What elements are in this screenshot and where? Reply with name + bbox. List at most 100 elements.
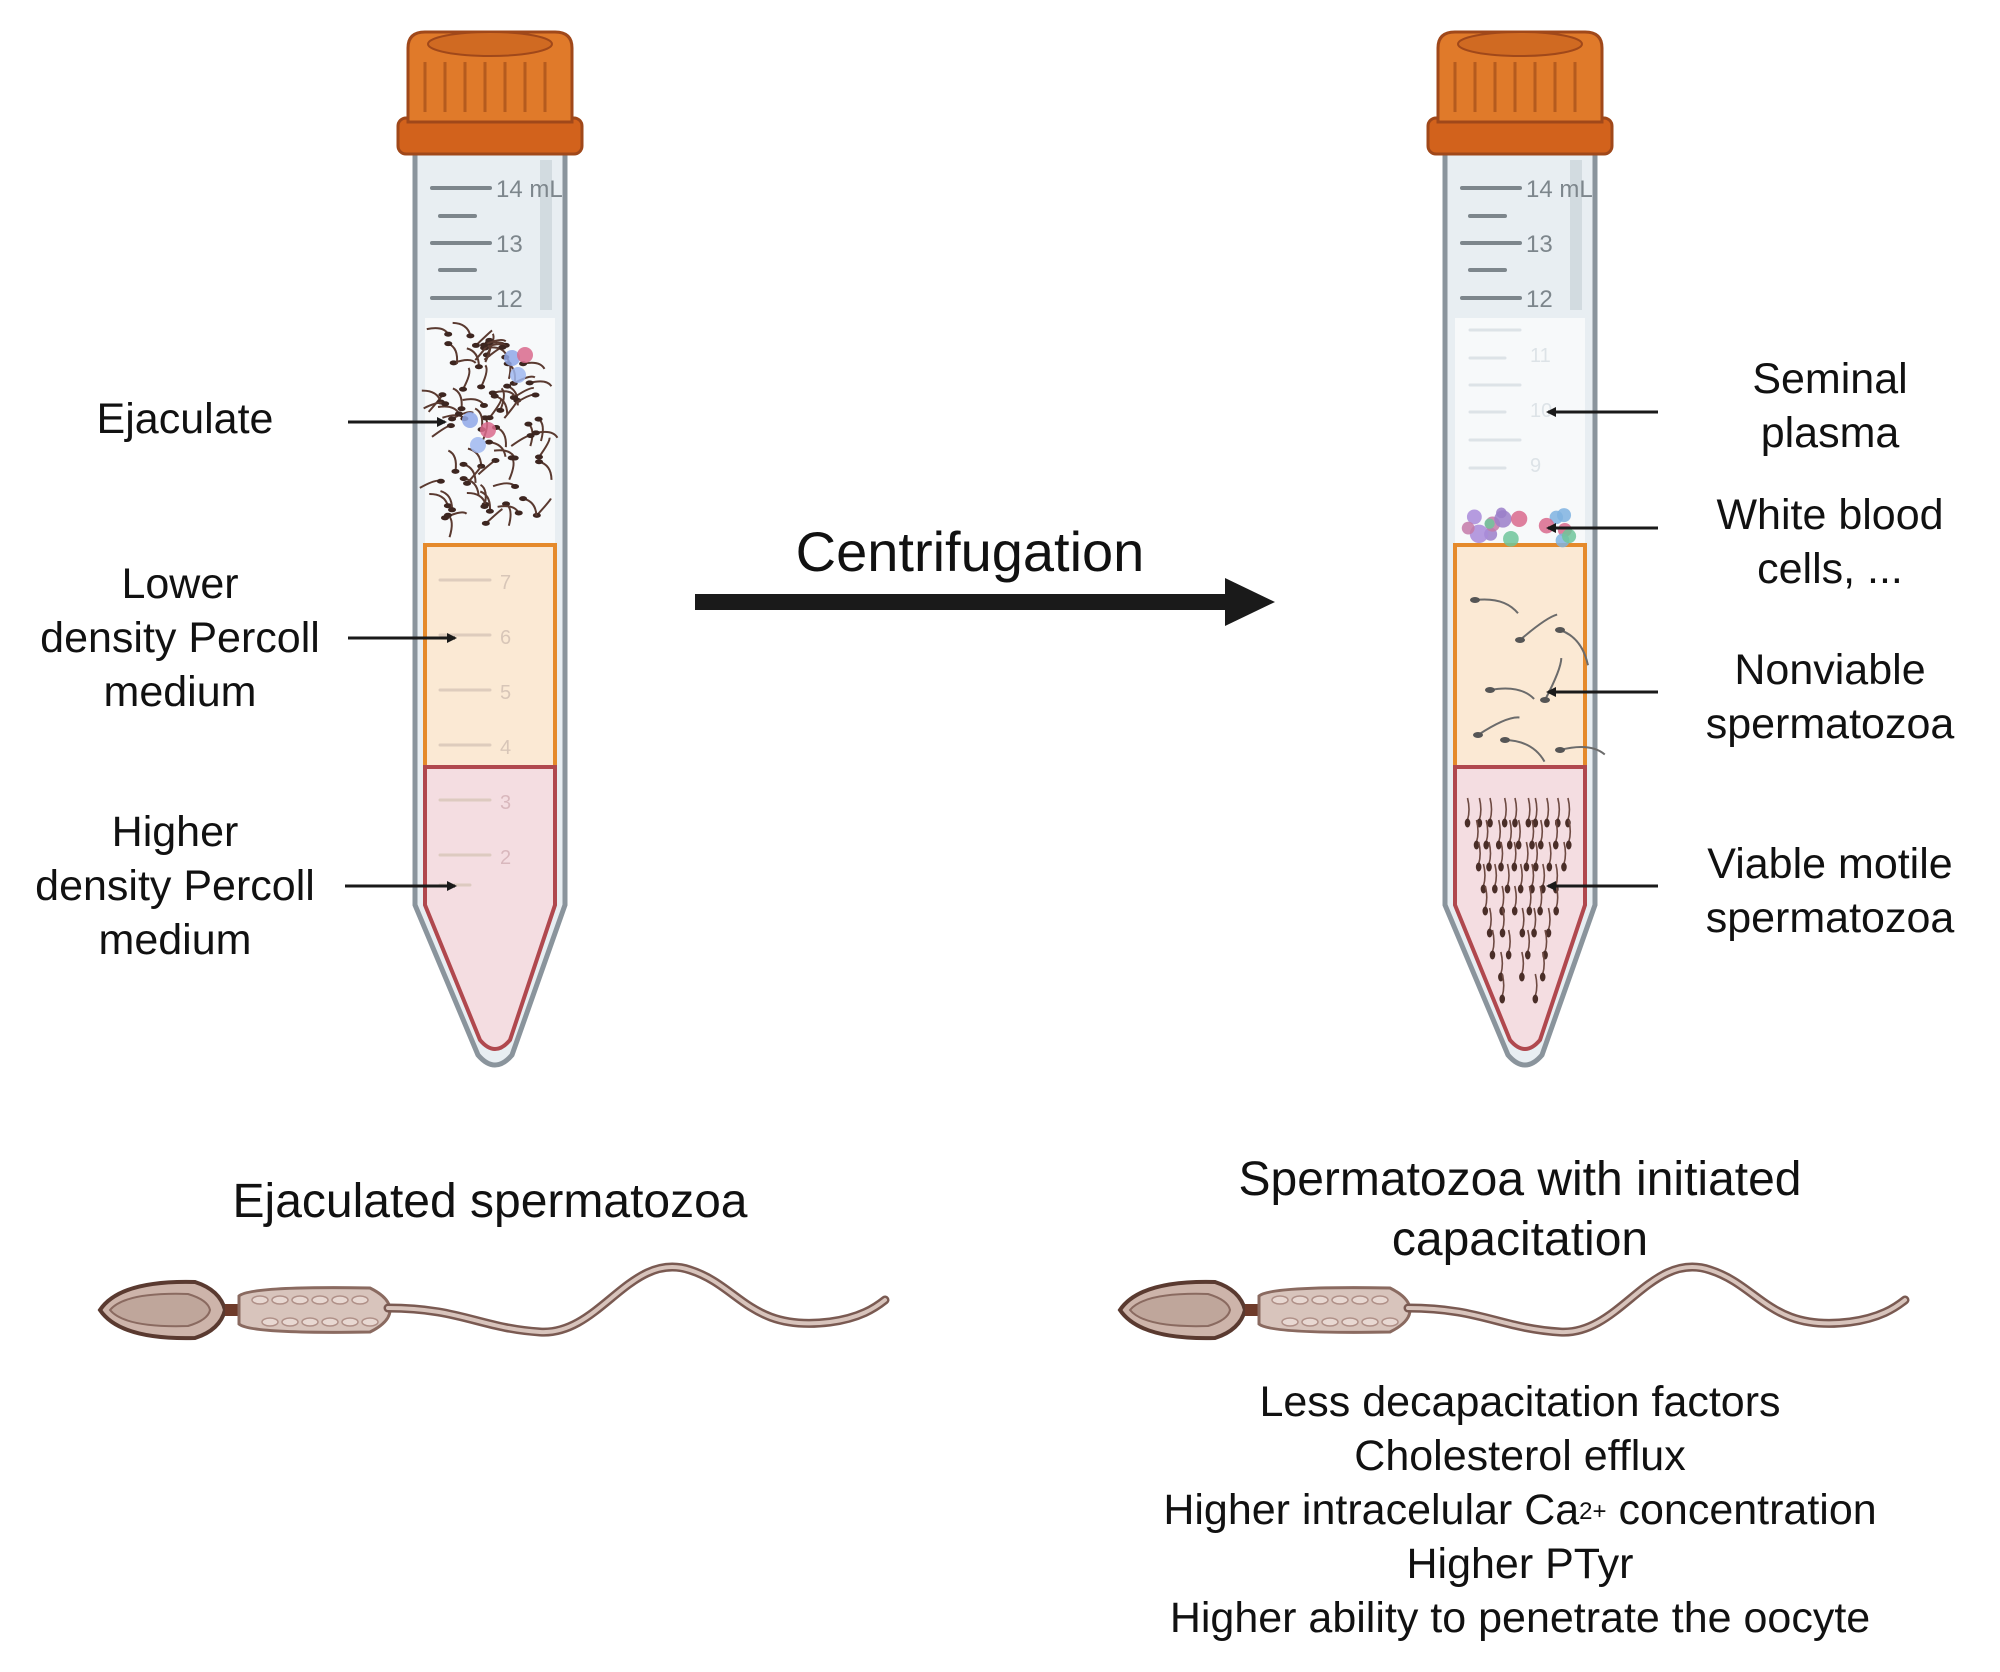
label-lower-medium: Lower density Percoll medium [20,557,340,719]
sperm-tail [1406,1265,1907,1335]
viable-sperm-tail [1519,863,1523,887]
viable-sperm-head [1505,950,1512,960]
viable-sperm-head [1519,972,1525,982]
viable-sperm-head [1512,818,1518,828]
ejaculate-sperm-head [449,360,458,366]
ejaculate-sperm-head [481,415,490,421]
sperm-mitochondria [281,1317,299,1327]
nonviable-sperm-head [1555,627,1565,633]
nonviable-sperm-head [1500,737,1510,743]
ejaculate-sperm-head [477,384,486,390]
nonviable-sperm-head [1485,687,1495,693]
right-grad-12: 12 [1526,286,1553,313]
ejaculate-sperm-head [534,416,543,422]
sperm-mitochondria [311,1295,329,1305]
ejaculate-sperm-head [526,433,535,439]
viable-sperm-head [1475,862,1482,872]
ejaculate-blood-cell [470,437,486,453]
viable-sperm-tail [1539,885,1543,909]
viable-sperm-head [1523,862,1530,872]
left-tube-cap [396,30,584,156]
viable-sperm-head [1526,906,1533,916]
ejaculate-sperm-tail [466,465,482,484]
sperm-mitochondria [361,1317,379,1327]
viable-sperm-tail [1567,797,1571,821]
caption-ejaculated: Ejaculated spermatozoa [232,1175,748,1228]
viable-sperm-tail [1466,797,1470,821]
viable-sperm-head [1517,884,1524,894]
viable-sperm-head [1486,928,1493,938]
label-pointers [345,407,1658,891]
capacitated-sperm-illustration [1117,1262,1910,1341]
sperm-mitochondria [301,1317,319,1327]
ejaculate-sperm-head [485,508,494,514]
viable-sperm-tail [1540,819,1544,843]
viable-sperm-tail [1534,973,1538,997]
ejaculate-sperm-head [451,468,460,474]
white-blood-cell [1494,510,1512,528]
label-seminal-plasma: Seminal plasma [1680,352,1980,460]
ejaculate-sperm-tail [499,387,505,411]
ejaculated-sperm-illustration [97,1262,890,1341]
viable-sperm-tail [1482,863,1486,887]
viable-sperm-tail [1546,797,1550,821]
left-grad-13: 13 [496,231,523,258]
nonviable-sperm-tail [1559,745,1606,756]
viable-sperm-head [1552,840,1559,850]
white-blood-cell [1561,529,1577,544]
viable-sperm-head [1539,972,1546,982]
viable-sperm-tail [1542,863,1546,887]
ejaculate-sperm-head [503,383,512,389]
label-viable: Viable motile spermatozoa [1680,837,1980,945]
viable-sperm-head [1464,818,1471,828]
viable-sperm-tail [1534,841,1539,865]
left-grad-12: 12 [496,286,523,313]
label-ejaculate: Ejaculate [96,395,274,443]
ejaculate-sperm-head [524,421,533,427]
centrifugation-arrow [695,578,1275,626]
label-seminal-line2: plasma [1760,409,1900,457]
right-grad-13: 13 [1526,231,1553,258]
ejaculate-sperm-head [466,333,475,339]
viable-sperm-head [1529,840,1535,850]
ejaculate-sperm-head [459,461,468,467]
left-grad-3: 3 [500,792,511,814]
viable-sperm-head [1546,862,1553,872]
viable-sperm-tail [1528,885,1532,909]
viable-sperm-tail [1521,907,1525,931]
right-lower-medium [1453,543,1587,769]
nonviable-sperm-group [1470,597,1606,763]
sperm-mitochondria [1331,1295,1349,1305]
ejaculate-sperm-head [480,342,489,348]
viable-sperm-head [1499,928,1506,938]
viable-sperm-tail [1497,819,1502,843]
right-tube: 14 mL 13 12 11 10 9 [1426,30,1614,1068]
viable-sperm-head [1495,840,1502,850]
sperm-neck [1245,1304,1259,1316]
ejaculate-sperm-head [454,411,463,417]
viable-sperm-tail [1506,863,1510,887]
viable-sperm-tail [1544,929,1548,953]
nonviable-sperm-head [1473,732,1483,738]
label-higher-line3: medium [98,916,252,964]
sperm-mitochondria [1311,1295,1329,1305]
left-grad-4: 4 [500,737,511,759]
viable-sperm-head [1501,818,1508,828]
left-grad-5: 5 [500,682,511,704]
viable-sperm-tail [1503,797,1507,821]
sperm-mitochondria [271,1295,289,1305]
sperm-mitochondria [1271,1295,1289,1305]
left-grad-14: 14 mL [496,176,563,203]
viable-sperm-head [1545,928,1552,938]
process-label: Centrifugation [795,520,1145,583]
viable-sperm-head [1531,928,1537,938]
ejaculate-blood-cell [462,412,478,428]
ejaculate-sperm-head [514,510,523,516]
sperm-mitochondria [1301,1317,1319,1327]
ejaculate-sperm-head [535,459,544,465]
ejaculate-sperm-head [463,480,472,486]
property-calcium-sup: 2+ [1579,1498,1607,1525]
viable-sperm-tail [1567,819,1572,843]
viable-sperm-tail [1517,819,1521,843]
